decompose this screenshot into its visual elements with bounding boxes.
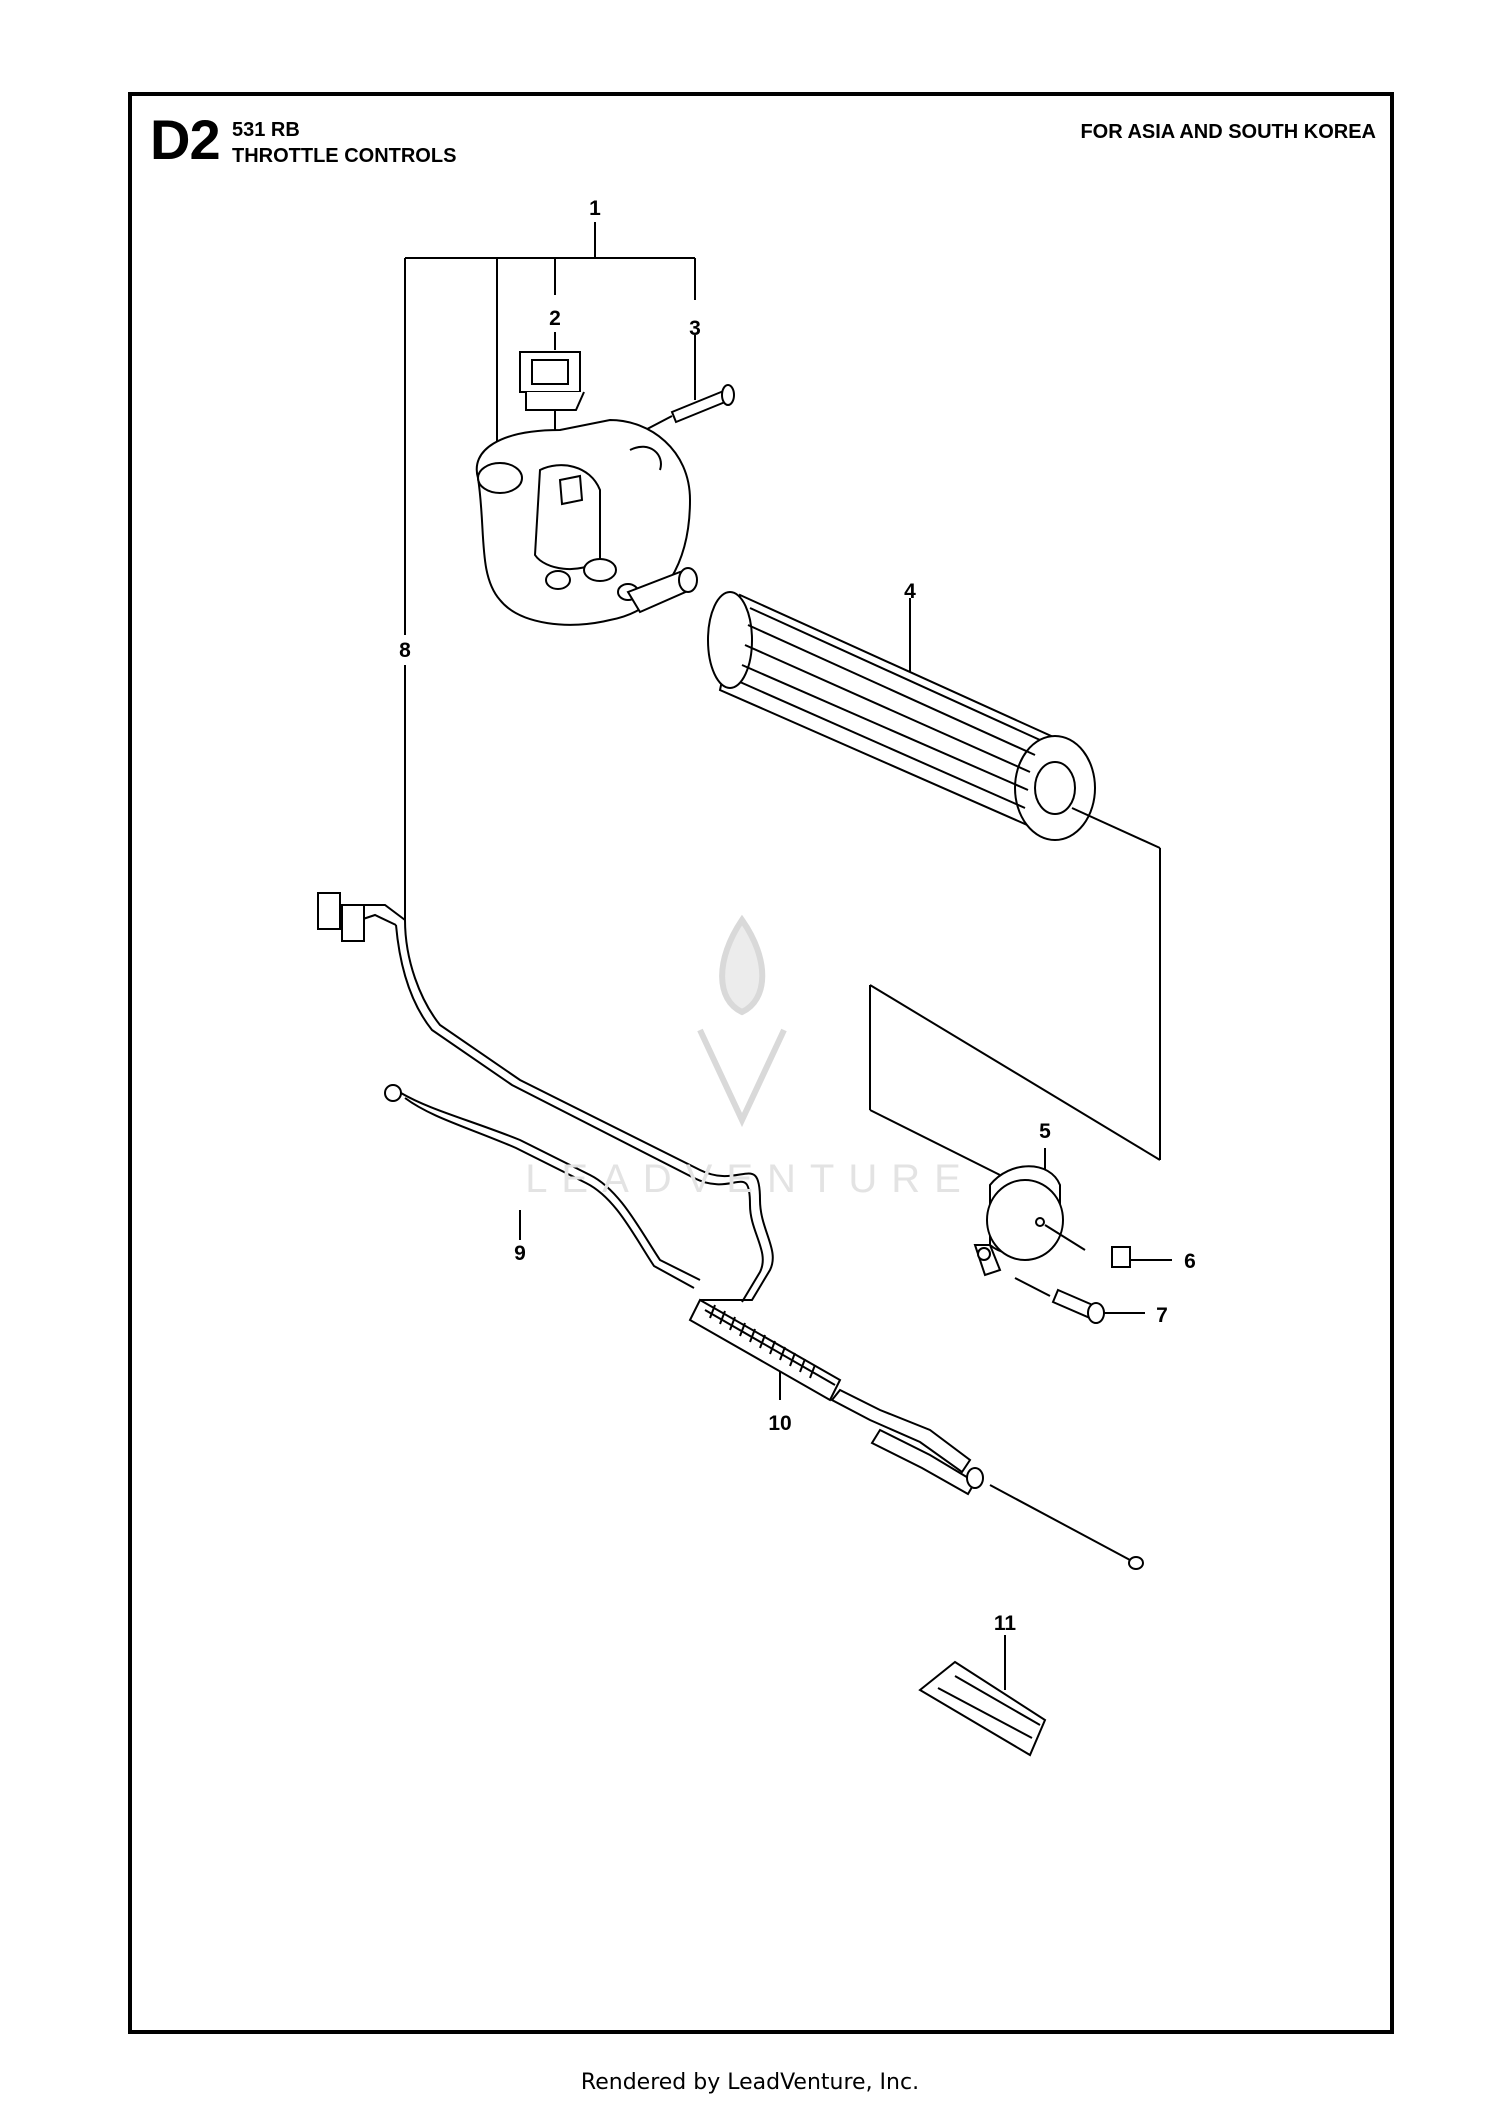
part-9-cable (384, 1084, 701, 1289)
callout-9: 9 (514, 1242, 526, 1265)
section-title: THROTTLE CONTROLS (232, 145, 457, 167)
callout-5: 5 (1039, 1120, 1051, 1143)
part-4-grip (707, 591, 1161, 849)
callout-11: 11 (994, 1612, 1017, 1635)
callout-10: 10 (768, 1412, 791, 1435)
callout-4: 4 (904, 580, 916, 603)
part-8-wire-harness (317, 892, 774, 1303)
footer-credit: Rendered by LeadVenture, Inc. (580, 2070, 920, 2095)
watermark-text: LEADVENTURE (525, 1157, 975, 1201)
part-2-stop-switch (519, 332, 585, 520)
callout-7: 7 (1156, 1304, 1168, 1327)
reference-box (869, 848, 1161, 1176)
leader-lines-1 (404, 222, 696, 920)
watermark-logo (697, 914, 787, 1128)
part-11-clip (918, 1635, 1047, 1757)
throttle-housing (475, 418, 698, 626)
callout-8: 8 (399, 639, 411, 662)
part-7-screw (1014, 1277, 1145, 1324)
part-10-throttle-cable (688, 1298, 1144, 1570)
part-5-clamp (973, 1148, 1064, 1277)
section-code: D2 (150, 108, 221, 171)
model-name: 531 RB (232, 119, 300, 141)
callout-1: 1 (589, 197, 601, 220)
part-6-screw (1044, 1224, 1172, 1268)
diagram-frame (128, 92, 1394, 2034)
callout-3: 3 (689, 317, 701, 340)
callout-6: 6 (1184, 1250, 1196, 1273)
region-note: FOR ASIA AND SOUTH KOREA (1080, 121, 1376, 143)
part-3-pin (629, 335, 735, 439)
callout-2: 2 (549, 307, 561, 330)
